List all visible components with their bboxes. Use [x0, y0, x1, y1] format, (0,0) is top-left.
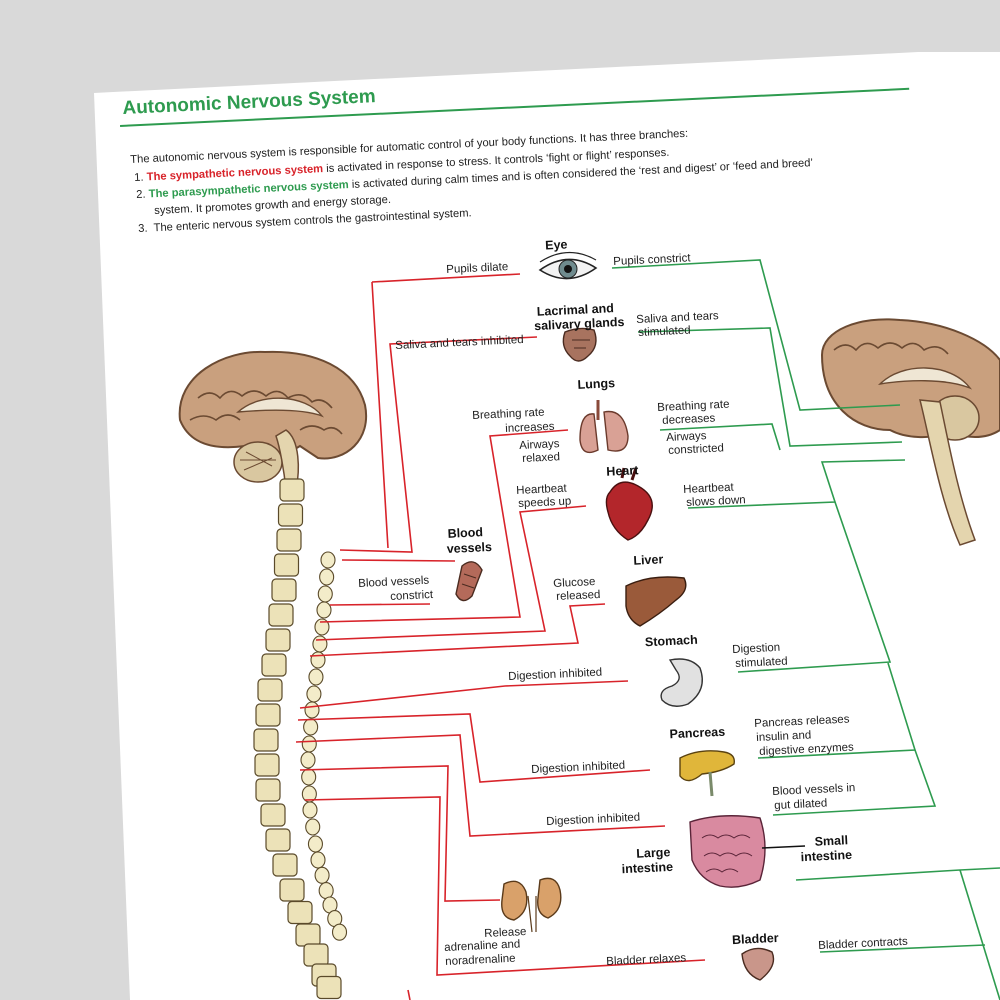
para-gut-2: gut dilated	[774, 797, 828, 812]
organ-lungs: Lungs	[577, 376, 616, 392]
para-pancreas-2: insulin and	[756, 729, 812, 744]
bladder-icon	[741, 947, 775, 981]
vertebra	[268, 603, 294, 627]
ganglion	[319, 568, 335, 586]
vertebra	[265, 828, 291, 852]
ganglion	[306, 685, 322, 703]
left-sympathetic-chain	[300, 551, 348, 941]
heart-icon	[605, 467, 653, 541]
para-airways-2: constricted	[668, 442, 725, 457]
blood-vessel-icon	[455, 561, 483, 602]
ganglion	[305, 818, 321, 836]
vertebra	[287, 900, 313, 925]
vertebra	[277, 503, 304, 527]
liver-icon	[625, 576, 687, 627]
pancreas-icon	[679, 750, 735, 797]
ganglion	[301, 735, 317, 753]
vertebra	[261, 653, 287, 677]
ganglion	[307, 835, 323, 853]
organ-heart: Heart	[606, 463, 639, 479]
symp-vessels-2: constrict	[390, 588, 434, 603]
eye-icon	[538, 251, 598, 280]
organ-blood-line1: Blood	[447, 525, 484, 541]
symp-heartbeat-2: speeds up	[518, 495, 572, 510]
ganglion	[331, 923, 348, 941]
vertebra	[265, 628, 291, 652]
kidney-icon	[501, 877, 562, 933]
organ-large-int-line1: Large	[635, 845, 671, 861]
ganglion	[310, 651, 326, 669]
organ-eye: Eye	[544, 237, 568, 253]
ganglion	[317, 585, 333, 603]
vertebra	[279, 478, 305, 502]
para-heartbeat-2: slows down	[686, 494, 746, 509]
para-breathing-2: decreases	[662, 412, 716, 427]
salivary-gland-icon	[562, 327, 597, 362]
ganglion	[308, 668, 324, 686]
vertebra	[303, 943, 329, 967]
symp-glucose-2: released	[556, 588, 601, 603]
ganglion	[314, 618, 330, 636]
vertebra	[255, 778, 281, 802]
organ-blood-line2: vessels	[446, 539, 493, 557]
ganglion	[312, 635, 328, 653]
para-saliva-2: stimulated	[638, 324, 691, 339]
vertebra	[279, 878, 305, 902]
symp-airways-2: relaxed	[522, 451, 561, 465]
ganglion	[300, 751, 316, 769]
vertebra	[272, 853, 298, 877]
vertebra	[254, 753, 280, 777]
ganglion	[314, 866, 330, 884]
organ-liver: Liver	[633, 552, 664, 568]
ganglion	[302, 801, 318, 819]
parasympathetic-pathways	[611, 259, 1000, 1000]
vertebra	[257, 678, 283, 702]
vertebra	[273, 553, 300, 577]
vertebra	[271, 578, 297, 602]
vertebra	[253, 728, 279, 752]
organ-small-int-line1: Small	[814, 833, 849, 849]
sympathetic-pathways	[295, 273, 706, 1000]
vertebra	[276, 528, 302, 552]
vertebra	[260, 803, 286, 827]
ganglion	[320, 551, 336, 569]
ganglion	[303, 718, 319, 736]
stomach-icon	[660, 658, 703, 707]
ganglion	[301, 768, 317, 786]
ganglion	[304, 701, 320, 719]
para-digestion-2: stimulated	[735, 655, 788, 670]
intestine-icon	[689, 815, 806, 888]
right-brain-illustration	[820, 318, 1000, 546]
lungs-icon	[579, 400, 629, 454]
para-digestion-1: Digestion	[732, 641, 781, 656]
symp-breathing-2: increases	[505, 420, 555, 435]
organ-bladder: Bladder	[731, 930, 779, 948]
vertebra	[295, 923, 321, 947]
vertebra	[316, 975, 342, 1000]
ganglion	[310, 851, 326, 869]
ganglion	[316, 601, 332, 619]
ganglion	[318, 882, 334, 900]
left-spinal-cord	[253, 478, 342, 1000]
vertebra	[255, 703, 281, 727]
left-brain-illustration	[178, 350, 368, 491]
